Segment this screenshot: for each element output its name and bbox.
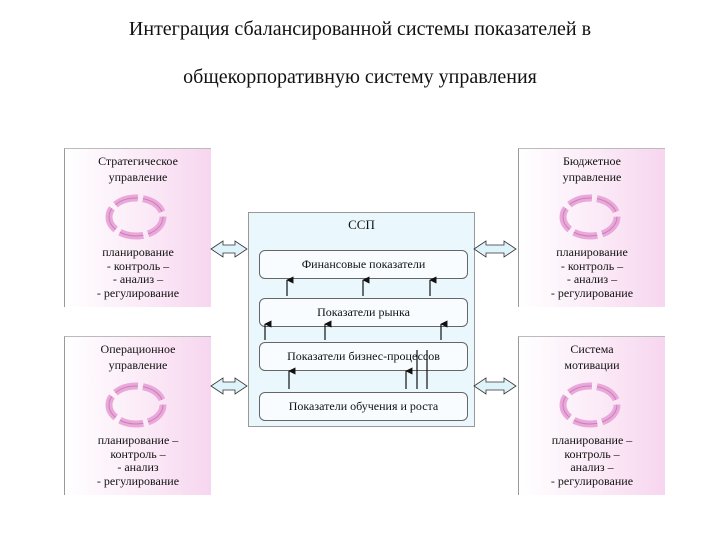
box-heading: Система мотивации xyxy=(564,342,620,372)
operational-management-box: Операционное управление планирование – к… xyxy=(64,336,211,495)
box-heading: Стратегическое управление xyxy=(98,154,178,184)
cycle-icon xyxy=(105,382,167,428)
cycle-icon xyxy=(105,194,167,240)
cycle-icon xyxy=(559,194,621,240)
slide-title-line1: Интеграция сбалансированной системы пока… xyxy=(128,18,592,40)
budget-management-box: Бюджетное управление планирование - конт… xyxy=(518,148,665,307)
box-functions: планирование - контроль – - анализ – - р… xyxy=(550,245,634,300)
double-arrow-strategic xyxy=(210,240,248,258)
bsc-label: ССП xyxy=(348,217,375,232)
bsc-center-box: ССП Финансовые показатели Показатели рын… xyxy=(248,212,475,427)
double-arrow-budget xyxy=(473,240,517,258)
perspective-learning-growth: Показатели обучения и роста xyxy=(259,392,468,421)
box-functions: планирование – контроль – анализ – - рег… xyxy=(550,433,634,488)
double-arrow-operational xyxy=(210,377,248,395)
perspective-market: Показатели рынка xyxy=(259,298,468,327)
double-arrow-motivation xyxy=(473,377,517,395)
strategic-management-box: Стратегическое управление планирование -… xyxy=(64,148,211,307)
box-functions: планирование - контроль – - анализ – - р… xyxy=(96,245,180,300)
perspective-business-processes: Показатели бизнес-процессов xyxy=(259,342,468,371)
box-heading: Операционное управление xyxy=(100,342,176,372)
perspective-financial: Финансовые показатели xyxy=(259,250,468,279)
slide-title-line2: общекорпоративную систему управления xyxy=(183,66,537,88)
cycle-icon xyxy=(559,382,621,428)
motivation-system-box: Система мотивации планирование – контрол… xyxy=(518,336,665,495)
box-heading: Бюджетное управление xyxy=(562,154,622,184)
box-functions: планирование – контроль – - анализ - рег… xyxy=(96,433,180,488)
